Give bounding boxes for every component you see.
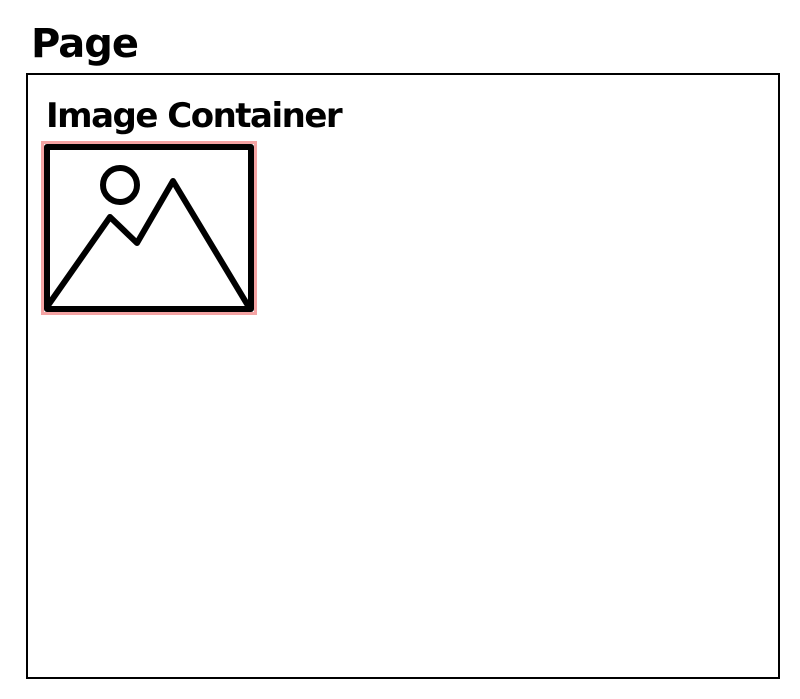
- page-title: Page: [31, 21, 139, 67]
- image-placeholder-icon: [41, 141, 257, 315]
- page-frame: [26, 73, 780, 679]
- mountain-lines: [46, 178, 250, 307]
- image-highlight-border: [41, 141, 257, 315]
- sun-circle: [100, 165, 140, 205]
- image-container-title: Image Container: [46, 96, 343, 136]
- image-container: [41, 141, 257, 315]
